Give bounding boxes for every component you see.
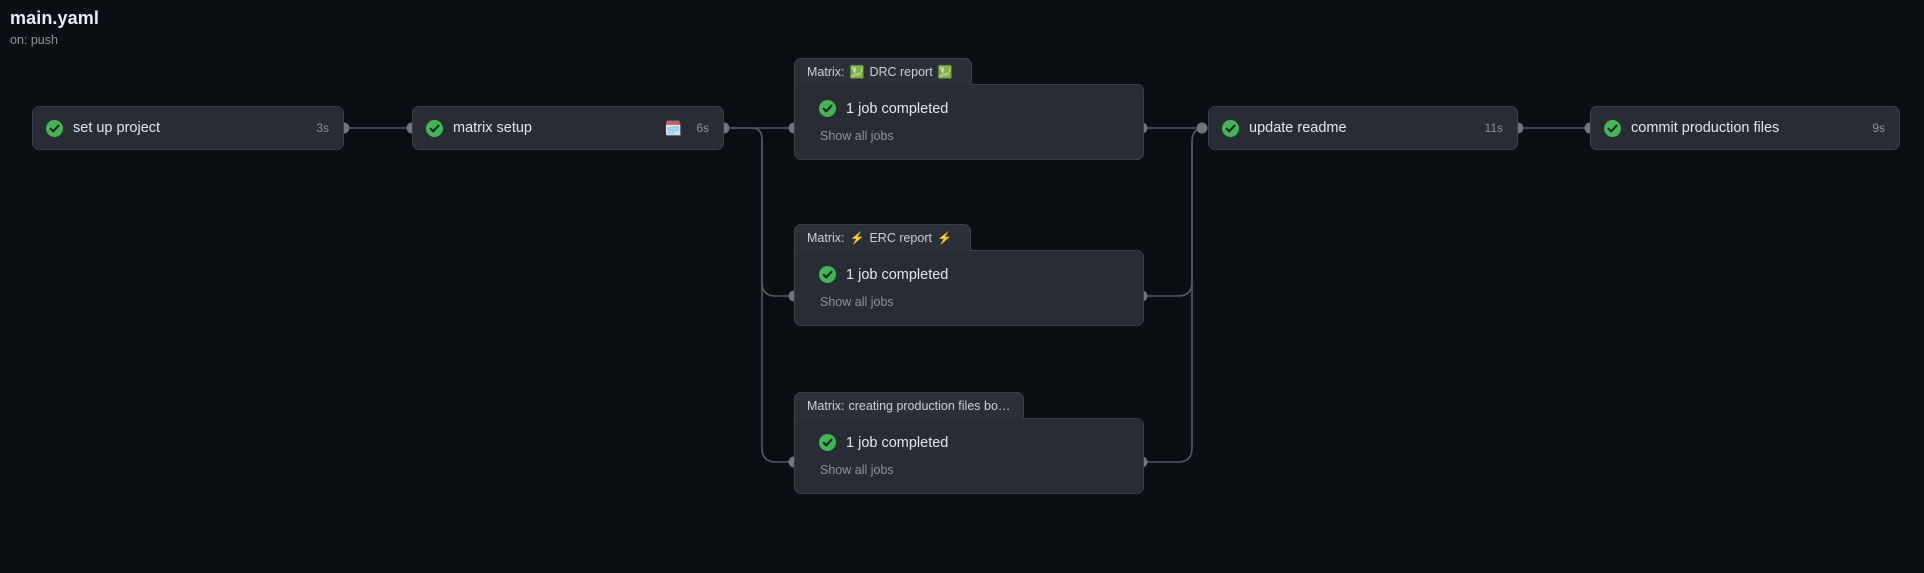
edge-matrix-to-erc [761,140,792,297]
matrix-tab-prefix: Matrix: [807,231,845,245]
job-duration: 3s [316,121,329,135]
matrix-tab-drc-report[interactable]: Matrix: 💹 DRC report 💹 [794,58,972,85]
check-circle-icon [46,119,63,137]
matrix-tab-label: creating production files bo… [848,399,1011,413]
job-node-commit-production-files[interactable]: commit production files 9s [1590,106,1900,150]
matrix-body-erc-report: 1 job completed Show all jobs [794,250,1144,326]
port-setup-out [338,122,350,134]
matrix-group-erc-report: Matrix: ⚡ ERC report ⚡ 1 job completed S… [794,224,1144,326]
check-circle-icon [819,100,836,117]
check-circle-icon [819,434,836,451]
job-duration: 6s [696,121,709,135]
matrix-group-creating-production-files: Matrix: creating production files bo… 1 … [794,392,1144,494]
check-circle-icon [1222,119,1239,137]
matrix-tab-label: DRC report [869,65,933,79]
calendar-emoji-icon: 🗓️ [664,119,683,136]
matrix-status-drc-report: 1 job completed [819,100,1127,117]
edge-prod-to-readme [1144,142,1193,463]
lightning-bolt-emoji-icon: ⚡ [936,231,952,245]
job-node-set-up-project[interactable]: set up project 3s [32,106,344,150]
matrix-group-drc-report: Matrix: 💹 DRC report 💹 1 job completed S… [794,58,1144,160]
show-all-jobs-link[interactable]: Show all jobs [820,295,894,309]
matrix-status-text: 1 job completed [846,434,949,451]
matrix-tab-prefix: Matrix: [807,399,845,413]
job-label: commit production files [1631,120,1780,136]
edge-erc-to-readme [1144,127,1205,297]
port-matrix-out [718,122,730,134]
workflow-trigger: on: push [10,33,58,47]
matrix-tab-prefix: Matrix: [807,65,845,79]
job-duration: 11s [1484,121,1503,135]
matrix-tab-creating-production-files[interactable]: Matrix: creating production files bo… [794,392,1025,419]
matrix-status-text: 1 job completed [846,266,949,283]
check-circle-icon [1604,119,1621,137]
matrix-status-text: 1 job completed [846,100,949,117]
workflow-title: main.yaml [10,8,99,28]
matrix-tab-erc-report[interactable]: Matrix: ⚡ ERC report ⚡ [794,224,971,251]
matrix-tab-label: ERC report [869,231,932,245]
show-all-jobs-link[interactable]: Show all jobs [820,129,894,143]
check-circle-icon [819,266,836,283]
job-node-matrix-setup[interactable]: matrix setup 🗓️ 6s [412,106,724,150]
chart-increasing-emoji-icon: 💹 [937,65,953,79]
lightning-bolt-emoji-icon: ⚡ [849,231,865,245]
chart-increasing-emoji-icon: 💹 [849,65,865,79]
edge-matrix-to-prod [730,127,792,463]
matrix-body-creating-production-files: 1 job completed Show all jobs [794,418,1144,494]
matrix-status-erc-report: 1 job completed [819,266,1127,283]
port-readme-in [1196,122,1208,134]
workflow-header: main.yaml on: push [10,7,99,49]
job-label: matrix setup [453,120,532,136]
port-readme-out [1512,122,1524,134]
job-label: set up project [73,120,161,136]
show-all-jobs-link[interactable]: Show all jobs [820,463,894,477]
matrix-body-drc-report: 1 job completed Show all jobs [794,84,1144,160]
job-duration: 9s [1872,121,1885,135]
check-circle-icon [426,119,443,137]
job-node-update-readme[interactable]: update readme 11s [1208,106,1518,150]
job-label: update readme [1249,120,1347,136]
matrix-status-creating-production-files: 1 job completed [819,434,1127,451]
